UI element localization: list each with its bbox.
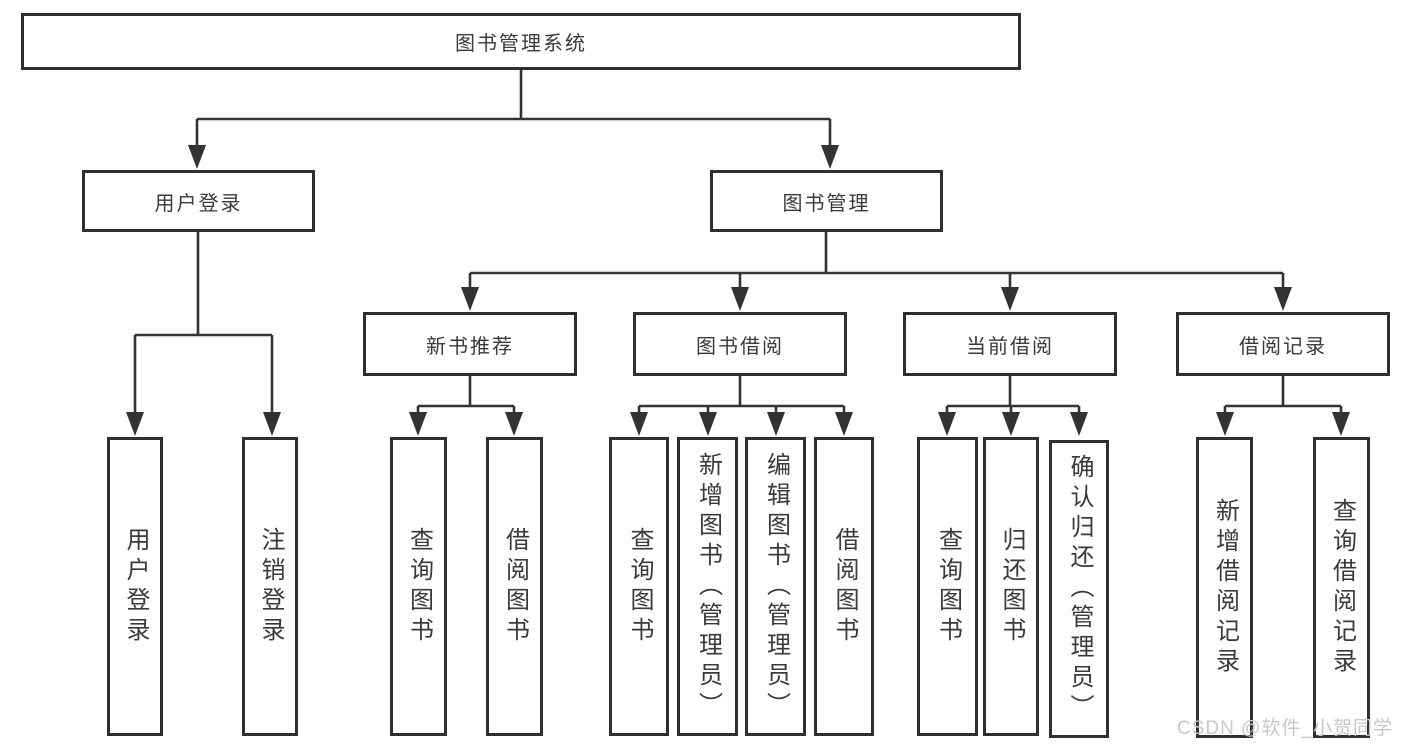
leaf-add-borrow-record: 新增借阅记录: [1196, 437, 1253, 738]
node-user-login: 用户登录: [82, 170, 315, 232]
leaf-edit-books-admin: 编辑图书（管理员）: [745, 437, 806, 736]
leaf-user-login: 用户登录: [107, 437, 163, 736]
node-borrow-records: 借阅记录: [1176, 312, 1390, 376]
node-book-borrow: 图书借阅: [633, 312, 847, 376]
leaf-query-books-current: 查询图书: [917, 437, 978, 736]
leaf-borrow-books-borrow: 借阅图书: [814, 437, 874, 736]
leaf-add-books-admin: 新增图书（管理员）: [677, 437, 738, 736]
leaf-query-borrow-record: 查询借阅记录: [1313, 437, 1370, 738]
leaf-query-books-recommend: 查询图书: [390, 437, 447, 736]
leaf-return-books: 归还图书: [983, 437, 1039, 736]
node-library-system: 图书管理系统: [21, 13, 1021, 70]
node-new-book-recommend: 新书推荐: [363, 312, 577, 376]
node-book-management: 图书管理: [710, 170, 943, 232]
node-current-borrow: 当前借阅: [903, 312, 1117, 376]
leaf-query-books-borrow: 查询图书: [609, 437, 669, 736]
leaf-confirm-return-admin: 确认归还（管理员）: [1049, 440, 1109, 738]
csdn-watermark: CSDN @软件_小贺同学: [1177, 718, 1393, 739]
leaf-borrow-books-recommend: 借阅图书: [486, 437, 543, 736]
leaf-logout-login: 注销登录: [242, 437, 298, 736]
arrowheads: [126, 145, 1350, 436]
